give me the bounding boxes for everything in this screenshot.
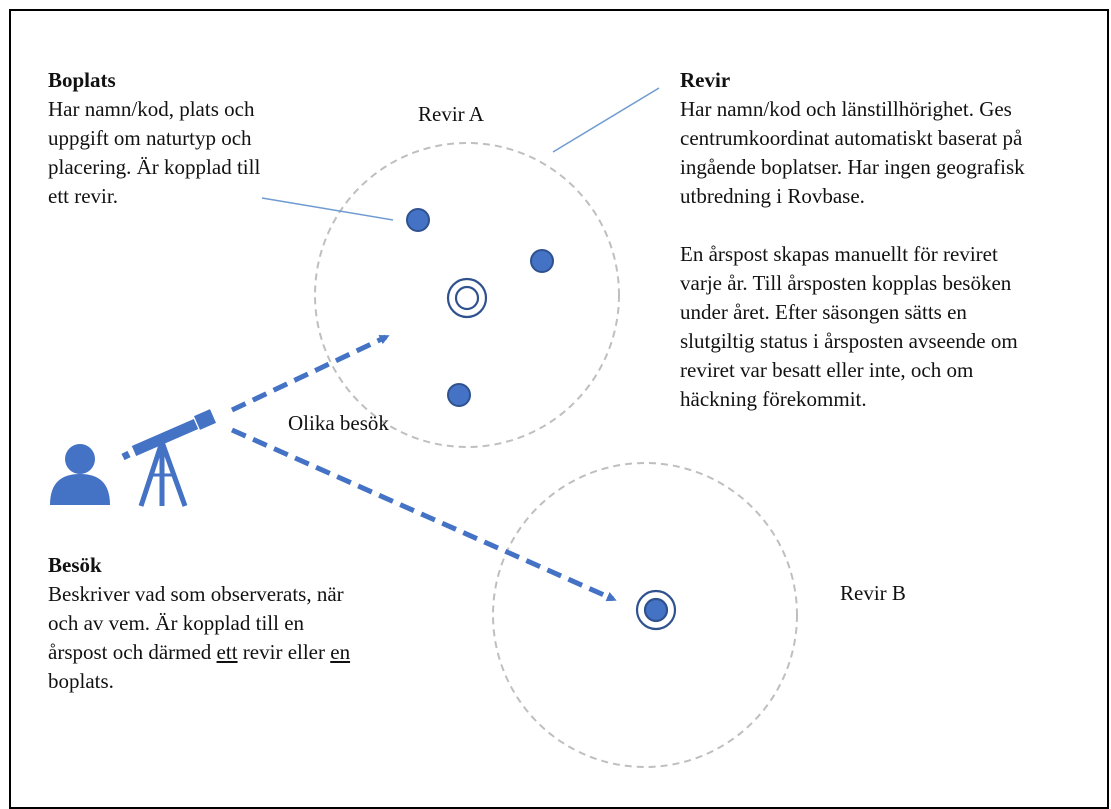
visit-arrow-to-revir-b	[230, 427, 617, 602]
besok-text-part: revir eller	[237, 640, 331, 664]
boplats-line: Har namn/kod, plats och	[48, 97, 255, 121]
visit-arrow-to-revir-a	[230, 334, 390, 413]
besok-underlined-en: en	[330, 640, 351, 664]
besok-line: årspost och därmed ett revir eller en	[48, 638, 448, 667]
revir-line: Har namn/kod och länstillhörighet. Ges	[680, 97, 1012, 121]
revir-line: utbredning i Rovbase.	[680, 184, 865, 208]
boplats-line: placering. Är kopplad till	[48, 155, 261, 179]
boplats-heading: Boplats	[48, 68, 116, 92]
revir-b-circle	[492, 462, 798, 768]
revir-a-circle	[314, 142, 620, 448]
revir-a-center-icon	[446, 277, 488, 319]
boplats-description: Boplats Har namn/kod, plats och uppgift …	[48, 66, 348, 211]
revir-description: Revir Har namn/kod och länstillhörighet.…	[680, 66, 1100, 414]
boplats-pointer-line	[261, 197, 394, 221]
revir-line: varje år. Till årsposten kopplas besöken	[680, 271, 1012, 295]
boplats-line: uppgift om naturtyp och	[48, 126, 252, 150]
person-icon	[50, 444, 110, 505]
boplats-dot[interactable]	[530, 249, 554, 273]
boplats-dot[interactable]	[447, 383, 471, 407]
besok-line: och av vem. Är kopplad till en	[48, 611, 305, 635]
revir-line: En årspost skapas manuellt för reviret	[680, 242, 998, 266]
besok-heading: Besök	[48, 553, 102, 577]
revir-b-center-icon	[635, 589, 677, 631]
revir-line: häckning förekommit.	[680, 387, 867, 411]
revir-line: reviret var besatt eller inte, och om	[680, 358, 974, 382]
boplats-line: ett revir.	[48, 184, 118, 208]
revir-heading: Revir	[680, 68, 731, 92]
besok-text-part: årspost och därmed	[48, 640, 217, 664]
revir-line: under året. Efter säsongen sätts en	[680, 300, 967, 324]
besok-line: Beskriver vad som observerats, när	[48, 582, 344, 606]
revir-line: ingående boplatser. Har ingen geografisk	[680, 155, 1025, 179]
besok-underlined-ett: ett	[216, 640, 238, 664]
besok-description: Besök Beskriver vad som observerats, när…	[48, 551, 448, 696]
revir-line: centrumkoordinat automatiskt baserat på	[680, 126, 1023, 150]
revir-b-label: Revir B	[840, 581, 906, 605]
olika-besok-label: Olika besök	[288, 411, 389, 435]
boplats-dot[interactable]	[406, 208, 430, 232]
revir-a-label: Revir A	[418, 102, 484, 126]
telescope-icon	[121, 409, 217, 507]
besok-line: boplats.	[48, 669, 114, 693]
revir-pointer-line	[552, 87, 660, 153]
revir-line: slutgiltig status i årsposten avseende o…	[680, 329, 1018, 353]
